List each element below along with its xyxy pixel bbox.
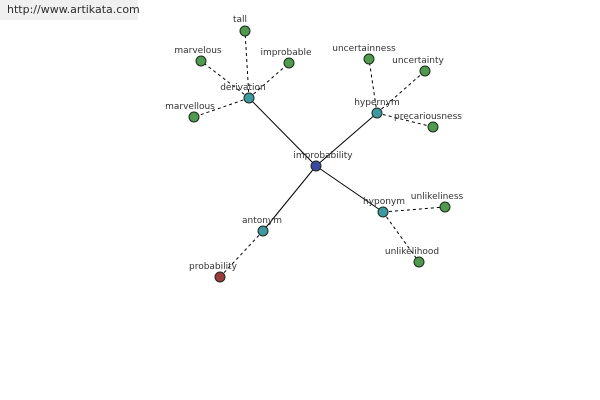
node-uncertainty[interactable] bbox=[419, 65, 431, 77]
edge-derivation-marvelous bbox=[200, 60, 250, 99]
label-hypernym[interactable]: hypernym bbox=[354, 98, 400, 108]
edge-improbability-derivation bbox=[248, 97, 317, 167]
node-marvellous[interactable] bbox=[188, 111, 200, 123]
edge-derivation-improbable bbox=[248, 62, 290, 99]
label-improbability[interactable]: improbability bbox=[293, 151, 353, 161]
label-unlikelihood[interactable]: unlikelihood bbox=[385, 247, 439, 257]
edge-derivation-tall bbox=[244, 30, 250, 99]
label-uncertainty[interactable]: uncertainty bbox=[392, 56, 444, 66]
node-marvelous[interactable] bbox=[195, 55, 207, 67]
node-uncertainness[interactable] bbox=[363, 53, 375, 65]
label-improbable[interactable]: improbable bbox=[261, 48, 312, 58]
label-uncertainness[interactable]: uncertainness bbox=[332, 44, 396, 54]
graph-nodes bbox=[188, 25, 451, 283]
node-unlikeliness[interactable] bbox=[439, 201, 451, 213]
label-tall[interactable]: tall bbox=[233, 15, 247, 25]
label-marvelous[interactable]: marvelous bbox=[174, 46, 222, 56]
edge-antonym-probability bbox=[219, 230, 264, 278]
edge-derivation-marvellous bbox=[193, 97, 250, 118]
label-unlikeliness[interactable]: unlikeliness bbox=[411, 192, 464, 202]
edge-improbability-antonym bbox=[262, 165, 317, 232]
label-probability[interactable]: probability bbox=[189, 262, 238, 272]
node-precariousness[interactable] bbox=[427, 121, 439, 133]
label-marvellous[interactable]: marvellous bbox=[165, 102, 215, 112]
edge-improbability-hypernym bbox=[315, 112, 378, 167]
graph-edges bbox=[193, 30, 446, 278]
edge-hyponym-unlikelihood bbox=[382, 211, 420, 263]
node-hypernym[interactable] bbox=[371, 107, 383, 119]
node-improbability[interactable] bbox=[310, 160, 322, 172]
label-hyponym[interactable]: hyponym bbox=[363, 197, 405, 207]
node-probability[interactable] bbox=[214, 271, 226, 283]
node-derivation[interactable] bbox=[243, 92, 255, 104]
edge-hyponym-unlikeliness bbox=[382, 206, 446, 213]
label-derivation[interactable]: derivation bbox=[220, 83, 266, 93]
edge-hypernym-precariousness bbox=[376, 112, 434, 128]
label-antonym[interactable]: antonym bbox=[242, 216, 282, 226]
node-unlikelihood[interactable] bbox=[413, 256, 425, 268]
edge-hypernym-uncertainty bbox=[376, 70, 426, 114]
edge-improbability-hyponym bbox=[315, 165, 384, 213]
node-antonym[interactable] bbox=[257, 225, 269, 237]
label-precariousness[interactable]: precariousness bbox=[394, 112, 462, 122]
watermark-url: http://www.artikata.com bbox=[0, 0, 140, 20]
node-hyponym[interactable] bbox=[377, 206, 389, 218]
node-tall[interactable] bbox=[239, 25, 251, 37]
node-improbable[interactable] bbox=[283, 57, 295, 69]
graph-labels: improbability derivation tall marvelous impr… bbox=[165, 15, 463, 272]
